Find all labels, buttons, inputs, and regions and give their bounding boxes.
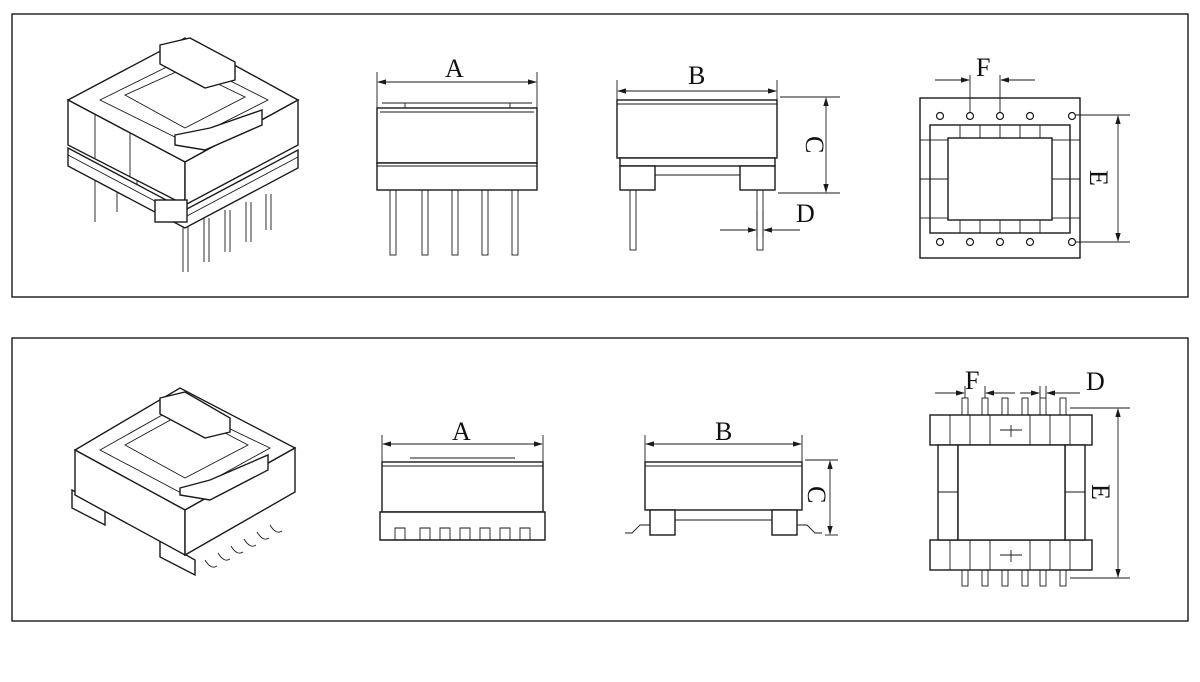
top-view-smd: F D E (929, 366, 1130, 587)
front-view-tht: A (376, 54, 538, 256)
label-a: A (452, 417, 471, 446)
label-f: F (976, 53, 990, 82)
front-view-smd: A (379, 417, 546, 541)
top-view-tht: F E (919, 53, 1130, 259)
label-d: D (1086, 367, 1105, 396)
label-c: C (802, 486, 831, 503)
label-c: C (800, 136, 829, 153)
panel-frame (11, 337, 1189, 622)
label-e: E (1084, 170, 1113, 186)
side-view-tht: B C D (616, 61, 840, 251)
label-b: B (715, 417, 732, 446)
label-d: D (796, 199, 815, 228)
label-a: A (445, 54, 464, 83)
label-f: F (965, 366, 979, 395)
isometric-view-tht (66, 37, 300, 272)
side-view-smd: B C (625, 417, 838, 536)
label-e: E (1086, 484, 1115, 500)
panel-smd: A B C (11, 337, 1189, 622)
label-b: B (688, 61, 705, 90)
isometric-view-smd (71, 387, 297, 577)
panel-frame (11, 13, 1189, 298)
panel-through-hole: A B C D (11, 13, 1189, 298)
